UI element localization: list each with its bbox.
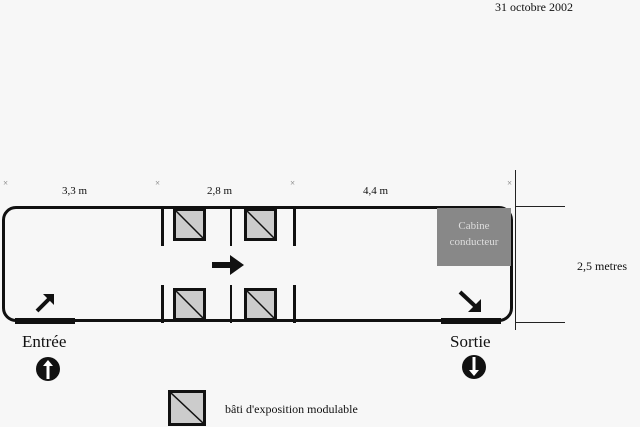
dimension-tick-end: × bbox=[507, 178, 513, 188]
entrance-up-arrow-icon bbox=[36, 357, 60, 381]
dimension-tick-start: × bbox=[3, 178, 9, 188]
cabin-label-line1: Cabine bbox=[458, 220, 490, 232]
partition-wall bbox=[293, 206, 296, 246]
legend-panel-swatch bbox=[168, 390, 206, 426]
driver-cabin: Cabine conducteur bbox=[437, 208, 511, 266]
partition-wall bbox=[230, 206, 232, 246]
dimension-guide-vertical bbox=[515, 170, 516, 330]
dimension-label-2: 2,8 m bbox=[207, 185, 233, 197]
dimension-guide-top bbox=[515, 206, 565, 207]
dimension-guide-bottom bbox=[515, 322, 565, 323]
dimension-label-height: 2,5 metres bbox=[577, 259, 627, 273]
date-label: 31 octobre 2002 bbox=[495, 0, 573, 14]
exhibition-panel bbox=[173, 288, 206, 321]
arrow-up-right-icon bbox=[34, 290, 58, 319]
dimension-tick-2: × bbox=[290, 178, 296, 188]
arrow-right-icon bbox=[210, 252, 246, 283]
partition-wall bbox=[161, 206, 164, 246]
exit-label: Sortie bbox=[450, 332, 491, 351]
exhibition-panel bbox=[173, 208, 206, 241]
exhibition-panel bbox=[244, 288, 277, 321]
exit-door bbox=[441, 318, 501, 324]
entrance-label: Entrée bbox=[22, 332, 67, 351]
partition-wall bbox=[161, 285, 164, 323]
entrance-door bbox=[15, 318, 75, 324]
dimension-label-1: 3,3 m bbox=[62, 185, 88, 197]
arrow-down-right-icon bbox=[457, 289, 485, 320]
exhibition-panel bbox=[244, 208, 277, 241]
dimension-label-3: 4,4 m bbox=[363, 185, 389, 197]
partition-wall bbox=[293, 285, 296, 323]
cabin-label-line2: conducteur bbox=[449, 236, 499, 248]
legend-label: bâti d'exposition modulable bbox=[225, 402, 358, 416]
dimension-tick-1: × bbox=[155, 178, 161, 188]
exit-down-arrow-icon bbox=[462, 355, 486, 379]
partition-wall bbox=[230, 285, 232, 323]
